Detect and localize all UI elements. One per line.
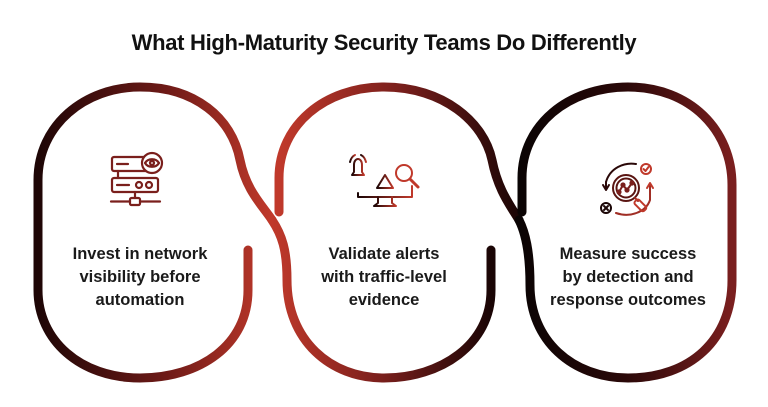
analytics-cycle-icon <box>600 162 654 216</box>
monitor-alert-search-icon <box>349 154 420 207</box>
step-2-line-3: evidence <box>348 291 420 309</box>
step-2-label: Validate alerts with traffic-level evide… <box>284 243 484 312</box>
loop-2-lower <box>267 215 496 383</box>
step-3-line-1: Measure success <box>559 245 697 263</box>
step-3-line-2: by detection and <box>562 268 694 286</box>
step-2-line-2: with traffic-level <box>321 268 447 286</box>
loop-3 <box>514 82 737 383</box>
loop-2 <box>274 82 524 225</box>
page-title: What High-Maturity Security Teams Do Dif… <box>131 30 637 55</box>
server-eye-icon <box>109 151 164 207</box>
step-1-line-3: automation <box>95 291 185 309</box>
step-3-line-3: response outcomes <box>550 291 706 309</box>
step-1-label: Invest in network visibility before auto… <box>40 243 240 312</box>
step-3-label: Measure success by detection and respons… <box>528 243 728 312</box>
loop-1 <box>33 82 277 383</box>
step-2-line-1: Validate alerts <box>328 245 440 263</box>
step-1-line-2: visibility before <box>79 268 201 286</box>
step-1-line-1: Invest in network <box>72 245 208 263</box>
